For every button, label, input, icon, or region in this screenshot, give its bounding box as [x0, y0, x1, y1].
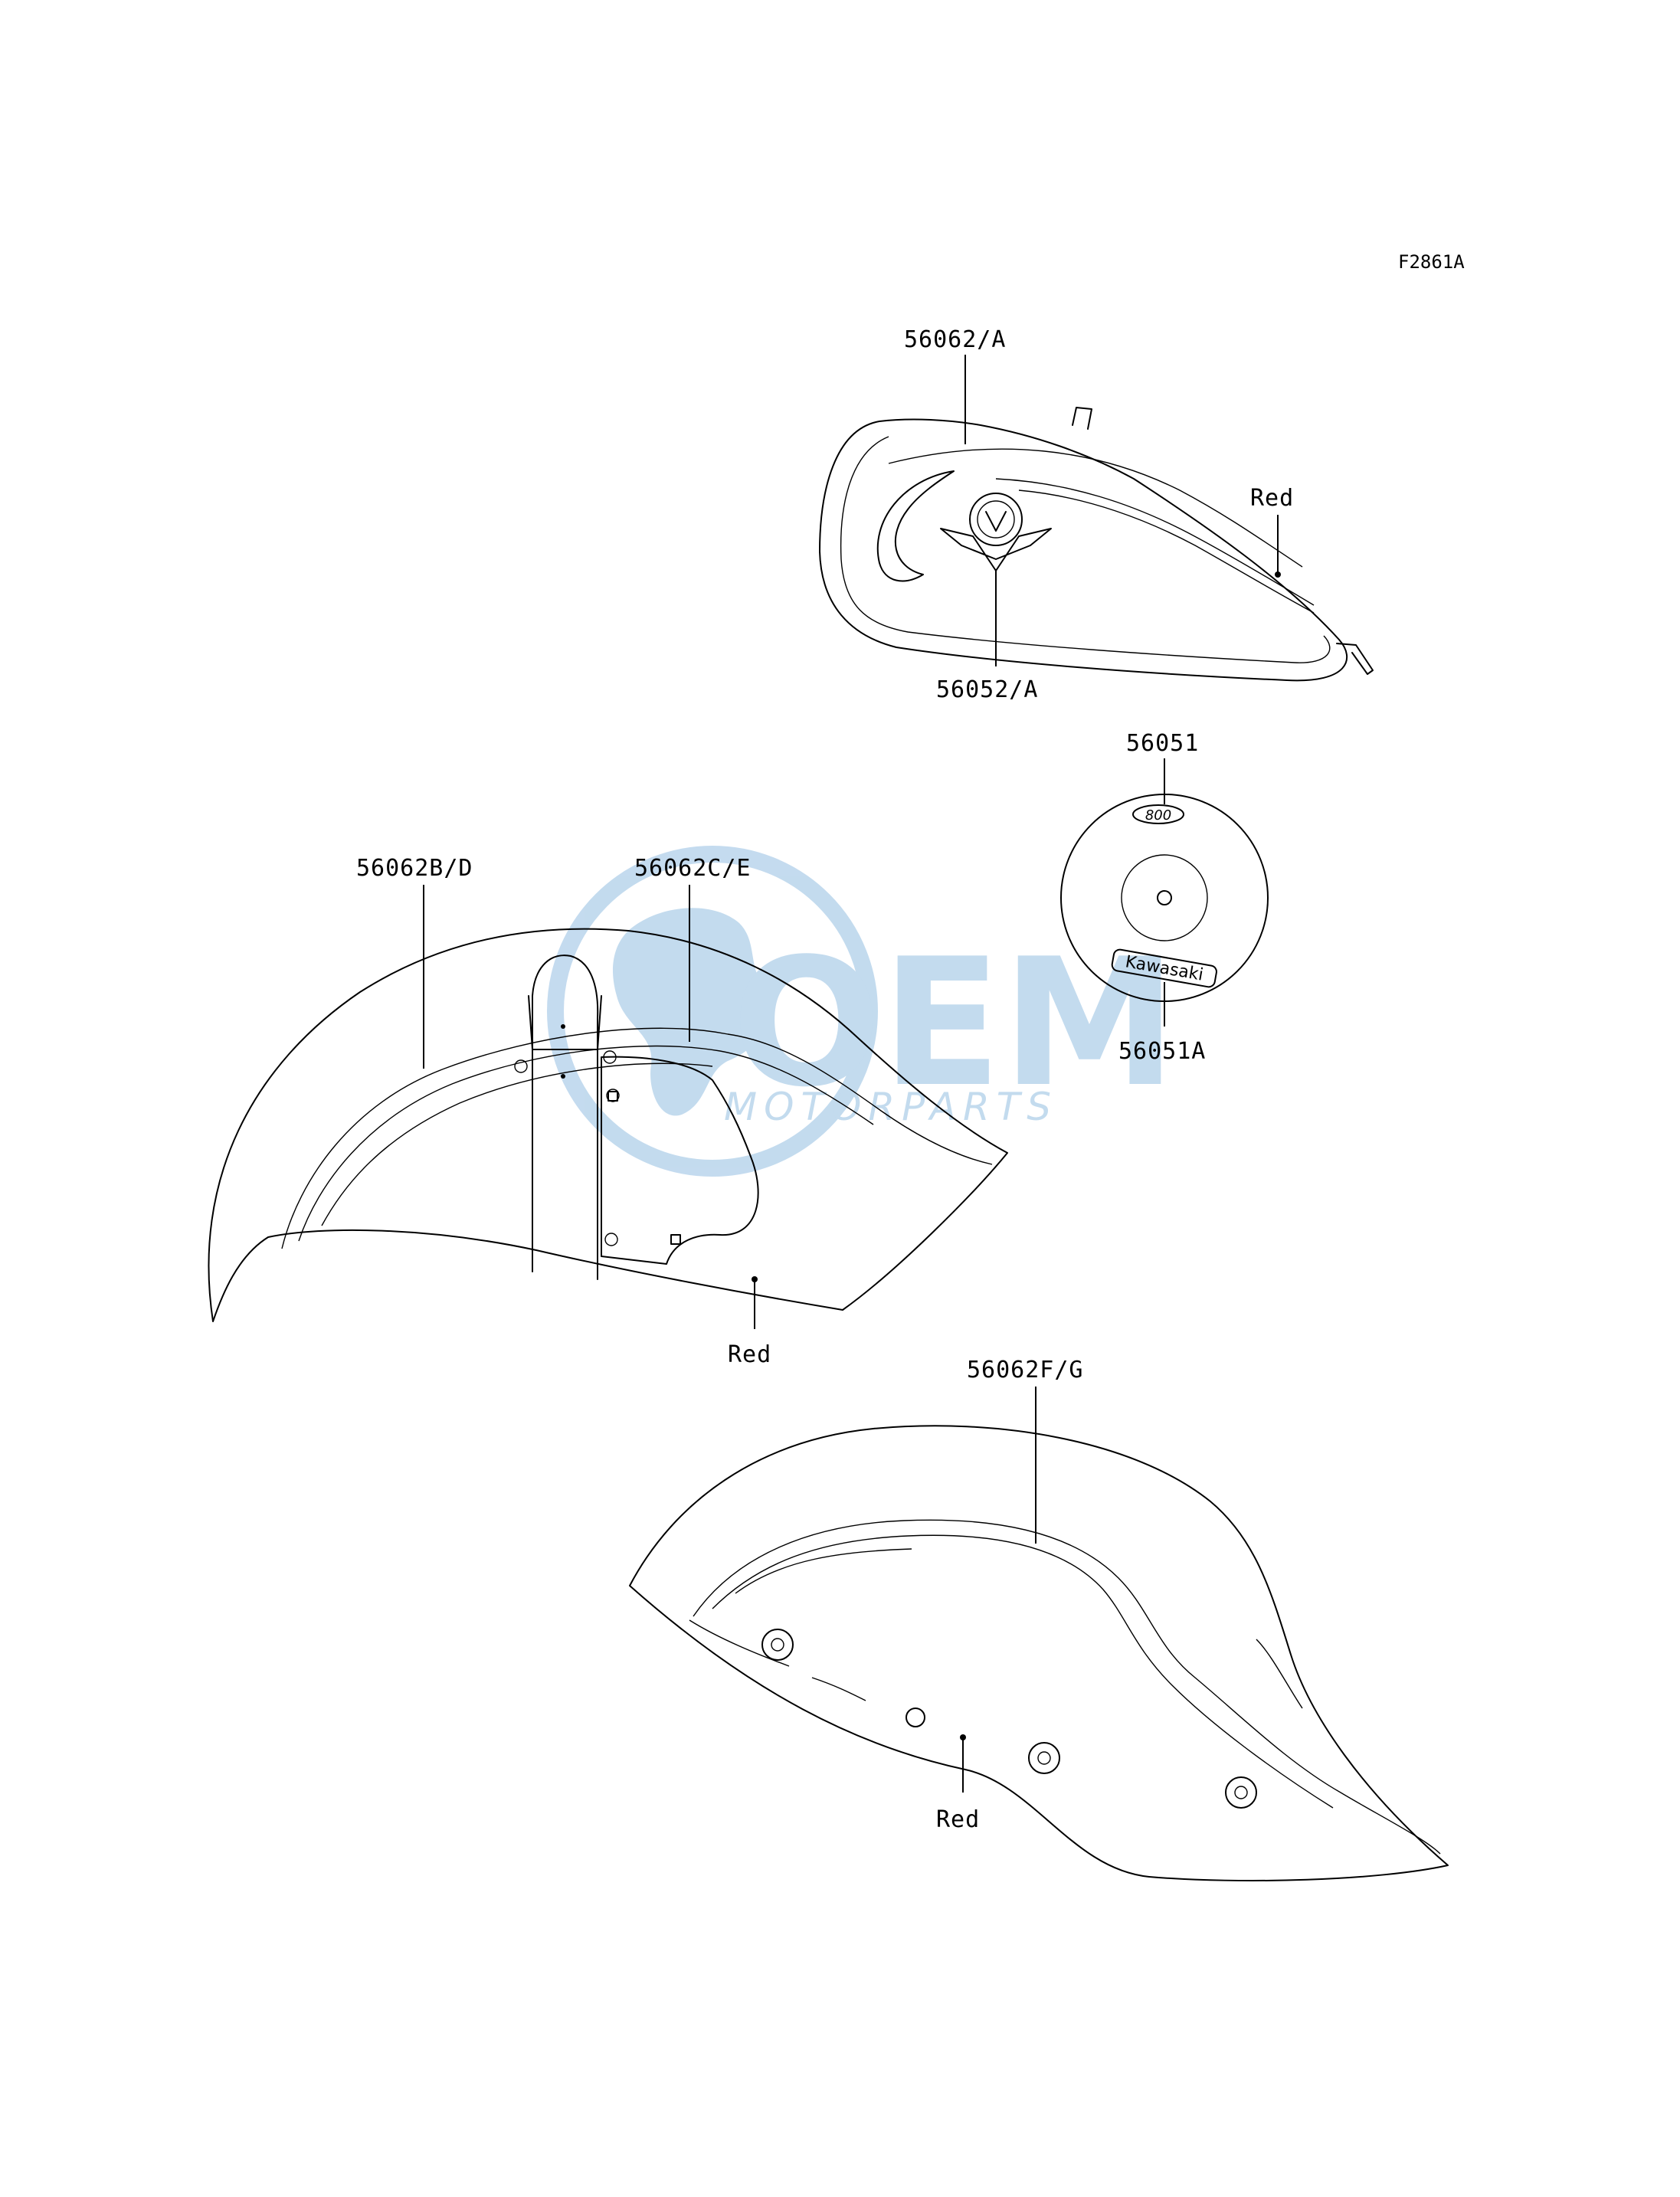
callout-front-fender-stripe-a: 56062B/D: [356, 855, 473, 882]
watermark-globe-icon: [547, 846, 878, 1177]
callout-rear-fender-color: Red: [936, 1806, 980, 1833]
watermark-tagline: MOTORPARTS: [724, 1085, 1058, 1129]
watermark: OEM MOTORPARTS: [547, 846, 1177, 1177]
cover-logo-top-text: 800: [1145, 807, 1171, 823]
callout-tank-color: Red: [1250, 485, 1294, 512]
fuel-tank: [819, 407, 1374, 682]
callout-tank-emblem: 56052/A: [936, 676, 1038, 703]
callout-cover-bottom: 56051A: [1118, 1038, 1206, 1065]
cover-logo-top: 800: [1132, 804, 1184, 824]
watermark-brand: OEM: [732, 922, 1177, 1126]
callout-front-fender-color: Red: [728, 1341, 771, 1368]
callout-cover-top: 56051: [1126, 730, 1199, 757]
figure-code: F2861A: [1398, 251, 1465, 273]
tank-emblem: [940, 493, 1052, 571]
callout-tank-stripe: 56062/A: [904, 326, 1006, 353]
front-fender: [208, 928, 1008, 1322]
rear-fender: [629, 1425, 1449, 1881]
callout-front-fender-stripe-b: 56062C/E: [634, 855, 752, 882]
callout-rear-fender-stripe: 56062F/G: [967, 1357, 1084, 1383]
